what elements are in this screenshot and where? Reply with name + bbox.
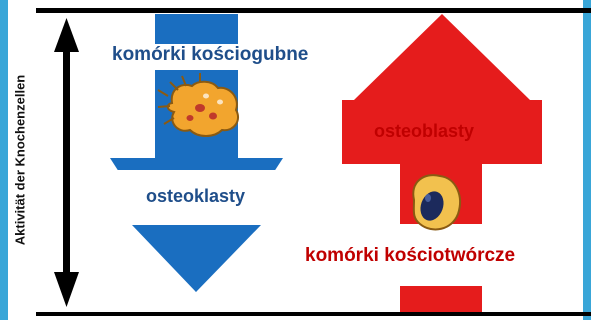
osteoblast-up-arrow <box>342 14 542 312</box>
top-frame-line <box>36 8 591 13</box>
bottom-frame-line <box>36 312 591 316</box>
left-border-strip <box>0 0 8 320</box>
osteoblast-polish-label: komórki kościotwórcze <box>305 246 515 265</box>
osteoclast-polish-label: komórki kościogubne <box>112 45 308 64</box>
osteoblast-label: osteoblasty <box>374 122 474 140</box>
right-border-strip <box>583 0 591 320</box>
osteoclast-label: osteoklasty <box>146 187 245 205</box>
activity-double-arrow <box>54 18 79 307</box>
axis-label: Aktivität der Knochenzellen <box>14 75 27 245</box>
osteoblast-cell-icon <box>413 175 460 229</box>
